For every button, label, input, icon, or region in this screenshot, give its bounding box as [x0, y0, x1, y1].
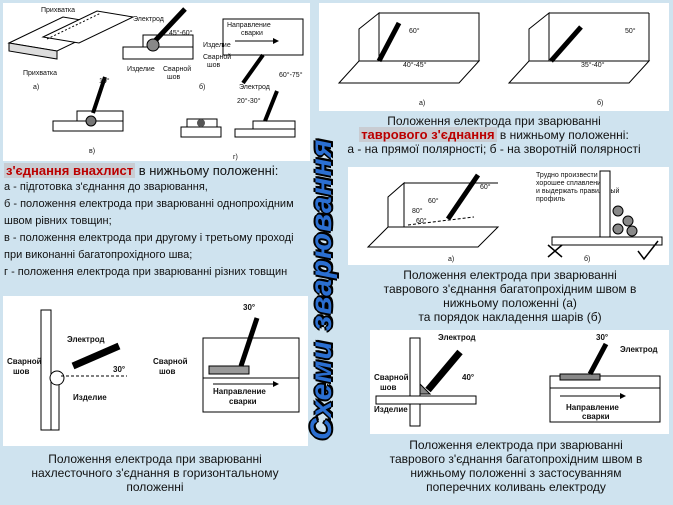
caption-multi-l2: таврового з'єднання багатопрохідним швом…: [383, 282, 637, 296]
label-elektrod2: Электрод: [239, 84, 270, 91]
caption-lap-l1: Положення електрода при зварюванні: [48, 452, 262, 466]
label-a80: 80°: [412, 207, 423, 215]
caption-tee-line3: а - на прямої полярності; б - на зворотн…: [347, 142, 641, 156]
lap-emph: з'єднання внахлист: [4, 163, 136, 178]
note3: и выдержать правильный: [536, 187, 620, 195]
label-b: б): [199, 83, 205, 91]
label-napr: Направление: [566, 403, 619, 412]
caption-trans-l1: Положення електрода при зварюванні: [409, 438, 623, 452]
label-prikh1: Прихватка: [41, 7, 75, 14]
tee-joint-drawing: 60° 40°-45° а) 50° 35°-40° б): [337, 11, 651, 107]
label-a40: 40°: [462, 373, 474, 382]
lap-item-2: швом рівних товщин;: [4, 215, 112, 227]
caption-tee: Положення електрода при зварюванні тавро…: [318, 114, 670, 156]
label-b: б): [597, 99, 603, 107]
lap-head-rest: в нижньому положенні:: [135, 163, 279, 178]
label-a30: 30°: [113, 365, 125, 374]
caption-lap-l3: положенні: [126, 480, 184, 494]
panel-multipass-diagrams: 60° 60° 80° 60° а) Трудно произвести хор…: [348, 167, 669, 265]
note1: Трудно произвести: [536, 172, 598, 179]
caption-lap: Положення електрода при зварюванні нахле…: [4, 452, 306, 494]
label-shov2: шов: [159, 367, 176, 376]
label-g: г): [233, 154, 238, 161]
label-elektrod2: Электрод: [620, 345, 658, 354]
label-ang4: 20°-30°: [237, 97, 261, 105]
label-izdelie: Изделие: [127, 66, 155, 73]
label-napr: Направление: [213, 387, 266, 396]
label-svarnoy2: Сварной: [153, 357, 188, 366]
caption-lap-l2: нахлесточного з'єднання в горизонтальном…: [31, 466, 279, 480]
label-elektrod: Электрод: [133, 16, 164, 23]
caption-multi-l4: та порядок накладення шарів (б): [418, 310, 602, 324]
label-svarnoy2: Сварной: [203, 53, 231, 61]
label-prikh2: Прихватка: [23, 70, 57, 77]
panel-tee-joint-diagrams: 60° 40°-45° а) 50° 35°-40° б): [319, 3, 669, 111]
lap-item-5: г - положення електрода при зварюванні р…: [4, 266, 288, 278]
label-a4045: 40°-45°: [403, 61, 427, 69]
label-v: в): [89, 148, 95, 155]
vertical-title: Схеми зварювання: [305, 138, 338, 440]
caption-tee-line1: Положення електрода при зварюванні: [387, 114, 601, 128]
lap-item-3: в - положення електрода при другому і тр…: [4, 232, 294, 244]
panel-transverse-oscillation: Электрод Сварной шов Изделие 40° 30° Эле…: [370, 330, 669, 434]
horizontal-lap-drawing: Электрод Сварной шов Изделие 30° 30° Сва…: [7, 303, 300, 431]
label-elektrod: Электрод: [67, 335, 105, 344]
label-shov: шов: [13, 367, 30, 376]
note2: хорошее сплавление: [536, 180, 605, 187]
label-svarnoy: Сварной: [163, 65, 191, 73]
panel-horizontal-lap: Электрод Сварной шов Изделие 30° 30° Сва…: [3, 296, 308, 446]
lap-joint-drawing: Прихватка Прихватка а) Электрод 45°-60° …: [7, 7, 304, 161]
label-svarnoy: Сварной: [374, 373, 409, 382]
label-ang2: 60°-75°: [279, 71, 303, 79]
label-a60c: 60°: [416, 217, 427, 225]
caption-multipass: Положення електрода при зварюванні тавро…: [352, 268, 668, 324]
transverse-drawing: Электрод Сварной шов Изделие 40° 30° Эле…: [374, 333, 661, 427]
label-ang1: 45°-60°: [169, 29, 193, 37]
label-elektrod: Электрод: [438, 333, 476, 342]
label-izdelie: Изделие: [73, 393, 107, 402]
lap-item-0: а - підготовка з'єднання до зварювання,: [4, 181, 208, 193]
label-a: а): [33, 84, 39, 91]
label-a3540: 35°-40°: [581, 61, 605, 69]
label-a30b: 30°: [243, 303, 255, 312]
lap-item-1: б - положення електрода при зварюванні о…: [4, 198, 294, 210]
caption-trans-l4: поперечних коливань електроду: [426, 480, 606, 494]
label-izdelie2: Изделие: [203, 42, 231, 49]
caption-trans-l2: таврового з'єднання багатопрохідним швом…: [389, 452, 643, 466]
label-b: б): [584, 255, 590, 263]
label-shov2: шов: [207, 62, 221, 69]
label-a60b: 60°: [428, 197, 439, 205]
caption-tee-emph: таврового з'єднання: [359, 127, 497, 142]
label-a30: 30°: [596, 333, 608, 342]
label-a50: 50°: [625, 27, 636, 35]
note4: профиль: [536, 196, 565, 203]
label-svarnoy: Сварной: [7, 357, 42, 366]
label-izdelie: Изделие: [374, 405, 408, 414]
label-napravlenie: Направление: [227, 22, 271, 29]
caption-trans-l3: нижньому положенні з застосуванням: [410, 466, 622, 480]
label-svarki: сварки: [582, 412, 610, 421]
label-shov: шов: [380, 383, 397, 392]
label-a: а): [448, 256, 454, 263]
label-shov: шов: [167, 74, 181, 81]
label-svarki: сварки: [241, 30, 263, 37]
label-ang3: 10°: [99, 77, 110, 85]
caption-multi-l1: Положення електрода при зварюванні: [403, 268, 617, 282]
label-svarki: сварки: [229, 397, 257, 406]
caption-transverse: Положення електрода при зварюванні тавро…: [360, 438, 672, 494]
lap-joint-description: з'єднання внахлист в нижньому положенні:…: [4, 162, 310, 281]
label-a: а): [419, 100, 425, 107]
multipass-drawing: 60° 60° 80° 60° а) Трудно произвести хор…: [366, 170, 663, 263]
caption-tee-rest: в нижньому положенні:: [496, 128, 629, 142]
panel-lap-joint-diagrams: Прихватка Прихватка а) Электрод 45°-60° …: [3, 3, 310, 161]
label-a60: 60°: [409, 27, 420, 35]
caption-multi-l3: нижньому положенні (а): [443, 296, 577, 310]
label-a60a: 60°: [480, 183, 491, 191]
lap-item-4: при виконанні багатопрохідного шва;: [4, 249, 193, 261]
